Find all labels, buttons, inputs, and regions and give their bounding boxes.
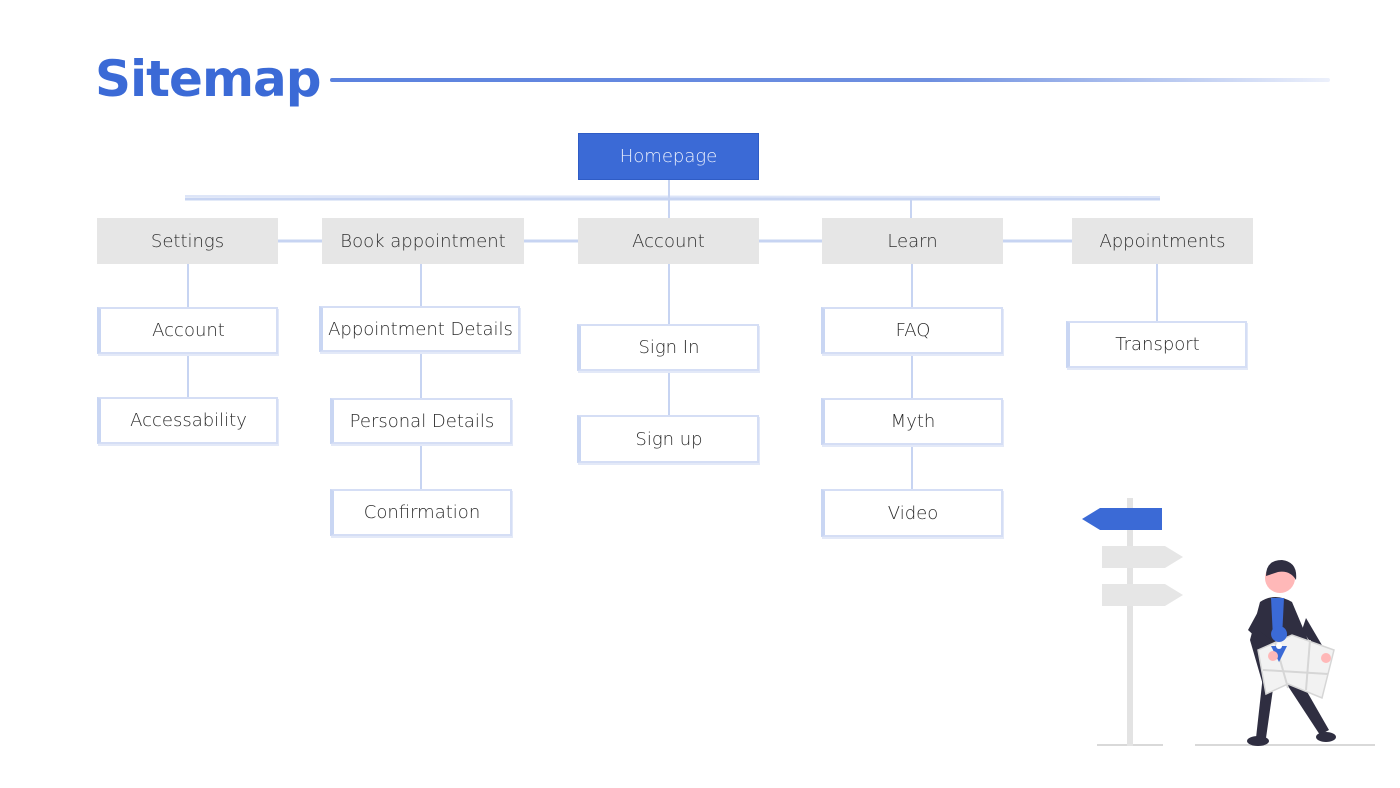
node-transport: Transport xyxy=(1066,321,1247,368)
title-underline xyxy=(330,78,1330,82)
node-settings: Settings xyxy=(97,218,278,264)
node-confirmation: Confirmation xyxy=(330,489,512,536)
node-learn: Learn xyxy=(822,218,1003,264)
node-account: Account xyxy=(578,218,759,264)
node-sign-in: Sign In xyxy=(577,324,759,371)
node-appointment-details: Appointment Details xyxy=(319,306,520,352)
node-accessability: Accessability xyxy=(97,397,278,444)
node-book-appointment: Book appointment xyxy=(322,218,524,264)
node-myth: Myth xyxy=(821,398,1003,445)
page-title: Sitemap xyxy=(95,50,322,108)
node-settings-account: Account xyxy=(97,307,278,354)
node-faq: FAQ xyxy=(821,307,1003,354)
node-personal-details: Personal Details xyxy=(330,398,512,444)
signpost-person-illustration xyxy=(1082,498,1375,746)
node-video: Video xyxy=(821,489,1003,537)
node-sign-up: Sign up xyxy=(577,415,759,463)
node-appointments: Appointments xyxy=(1072,218,1253,264)
node-homepage: Homepage xyxy=(578,133,759,180)
